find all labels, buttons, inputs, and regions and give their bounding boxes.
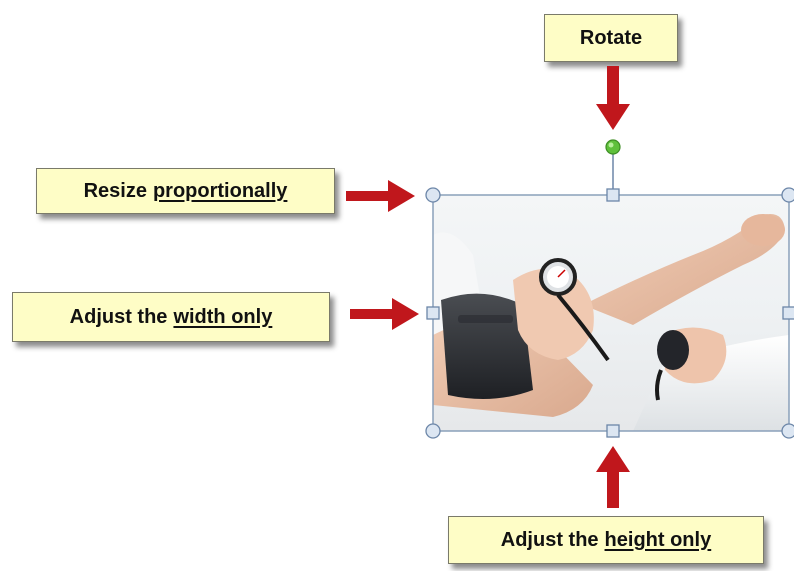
height-callout-emphasis: height only	[604, 528, 712, 551]
corner-resize-handle-top-left-icon[interactable]	[425, 187, 441, 203]
width-callout-prefix: Adjust the	[69, 305, 168, 328]
side-resize-handle-left-icon[interactable]	[426, 306, 440, 320]
adjust-width-callout: Adjust the width only	[12, 292, 330, 342]
selection-border	[432, 194, 790, 432]
arrow-right-width-icon	[350, 298, 419, 330]
resize-callout-prefix: Resize	[83, 179, 147, 202]
arrow-up-height-icon	[596, 446, 630, 508]
rotate-callout-label: Rotate	[579, 26, 643, 49]
side-resize-handle-top-icon[interactable]	[606, 188, 620, 202]
side-resize-handle-bottom-icon[interactable]	[606, 424, 620, 438]
resize-callout-emphasis: proportionally	[152, 179, 288, 202]
rotate-handle-icon[interactable]	[605, 139, 621, 155]
rotate-callout: Rotate	[544, 14, 678, 62]
selected-picture[interactable]	[433, 195, 789, 431]
resize-proportionally-callout: Resize proportionally	[36, 168, 335, 214]
blood-pressure-photo	[433, 214, 789, 431]
height-callout-prefix: Adjust the	[500, 528, 599, 551]
arrow-down-rotate-icon	[596, 66, 630, 130]
arrow-right-resize-icon	[346, 180, 415, 212]
corner-resize-handle-bottom-right-icon[interactable]	[781, 423, 794, 439]
corner-resize-handle-bottom-left-icon[interactable]	[425, 423, 441, 439]
width-callout-emphasis: width only	[173, 305, 273, 328]
side-resize-handle-right-icon[interactable]	[782, 306, 794, 320]
adjust-height-callout: Adjust the height only	[448, 516, 764, 564]
corner-resize-handle-top-right-icon[interactable]	[781, 187, 794, 203]
